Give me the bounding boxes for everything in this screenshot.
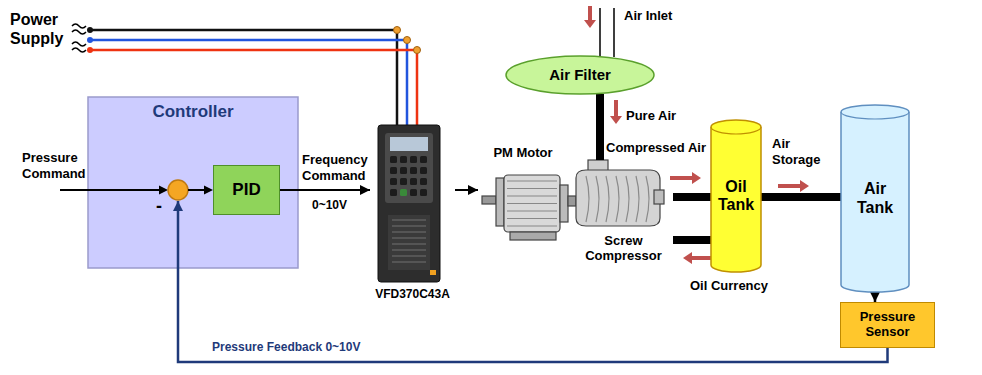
vent-slot	[392, 237, 426, 239]
screw-thread	[586, 176, 589, 222]
node-text: PID	[232, 180, 260, 200]
summing-junction	[60, 180, 213, 200]
label-text: Oil Currency	[690, 278, 768, 294]
keypad-button	[420, 156, 427, 163]
vent-slot	[392, 255, 426, 257]
label-text: Frequency Command	[302, 152, 376, 183]
screw-thread	[596, 176, 599, 222]
pid-box: PID	[213, 165, 280, 215]
filter-ellipse	[506, 56, 654, 94]
motor-fin	[507, 225, 557, 226]
controller-fill	[88, 97, 298, 268]
label-text: Air Inlet	[624, 8, 672, 24]
node-text: VFD370C43A	[375, 288, 450, 302]
motor-fin	[507, 218, 557, 219]
keypad-button	[390, 156, 397, 163]
motor-fin	[507, 180, 557, 181]
label-text: 0~10V	[312, 198, 347, 212]
label-text: Compressed Air	[606, 140, 706, 156]
label-text: Air Storage	[772, 136, 830, 167]
signal-arrow	[874, 292, 877, 302]
node-text: Controller	[152, 102, 233, 122]
screw-thread	[626, 176, 629, 222]
pipe	[761, 193, 841, 201]
oil-tank: Oil Tank	[710, 120, 762, 272]
keypad-button	[400, 189, 407, 196]
pipe	[673, 193, 711, 201]
motor-fin	[507, 210, 557, 211]
controller-backdrop	[88, 97, 298, 268]
air-filter: Air Filter	[505, 55, 655, 95]
keypad-button	[400, 178, 407, 185]
keypad-button	[400, 167, 407, 174]
vent-slot	[392, 261, 426, 263]
motor-box: PM Motor	[478, 146, 568, 246]
node-text: PM Motor	[493, 146, 552, 161]
keypad-button	[400, 156, 407, 163]
screw-compressor-picture	[576, 160, 664, 226]
keypad-button	[390, 189, 397, 196]
node-text: Oil Tank	[714, 178, 758, 215]
flow-arrows	[584, 6, 809, 264]
keypad-button	[390, 178, 397, 185]
pipe	[596, 94, 604, 160]
tank-rim	[711, 127, 761, 134]
node-text: Air Filter	[549, 66, 611, 83]
keypad-button	[390, 167, 397, 174]
air-tank: Air Tank	[840, 105, 910, 292]
vent-slot	[392, 231, 426, 233]
keypad-button	[420, 178, 427, 185]
screw-thread	[616, 176, 619, 222]
vent-slot	[392, 249, 426, 251]
controller-box: ControllerPID	[88, 97, 298, 268]
screw-thread	[646, 176, 649, 222]
keypad-button	[410, 178, 417, 185]
tank-rim	[841, 112, 909, 119]
screw-thread	[606, 176, 609, 222]
keypad-button	[410, 156, 417, 163]
pipe	[673, 236, 711, 244]
node-text: Screw Compressor	[572, 234, 675, 264]
keypad-button	[410, 167, 417, 174]
vent-slot	[392, 225, 426, 227]
signal-arrow	[280, 189, 370, 191]
label-text: Pressure Feedback 0~10V	[212, 340, 360, 354]
compressor-box: Screw Compressor	[572, 160, 675, 264]
vent-slot	[392, 219, 426, 221]
pm-motor-picture	[482, 175, 576, 240]
keypad-button	[420, 167, 427, 174]
keypad-button	[410, 189, 417, 196]
tank-body	[841, 105, 909, 292]
label-text: -	[156, 196, 162, 218]
signal-arrow	[178, 201, 888, 362]
signal-arrow	[455, 189, 478, 191]
motor-fin	[507, 195, 557, 196]
label-text: Pressure Command	[22, 150, 86, 181]
screw-thread	[636, 176, 639, 222]
node-text: Pressure Sensor	[845, 310, 930, 340]
vent-slot	[392, 243, 426, 245]
power-wires	[72, 24, 421, 125]
air-inlet-duct	[600, 8, 614, 57]
motor-fin	[507, 203, 557, 204]
drive-body	[378, 125, 440, 282]
tank-body	[711, 120, 761, 272]
label-text: Power Supply	[10, 10, 72, 48]
pressure-sensor-box: Pressure Sensor	[840, 302, 935, 348]
motor-fin	[507, 188, 557, 189]
node-text: Air Tank	[850, 180, 900, 217]
label-text: Pure Air	[626, 108, 676, 124]
keypad-button	[420, 189, 427, 196]
drive-box: VFD370C43A	[370, 122, 455, 302]
